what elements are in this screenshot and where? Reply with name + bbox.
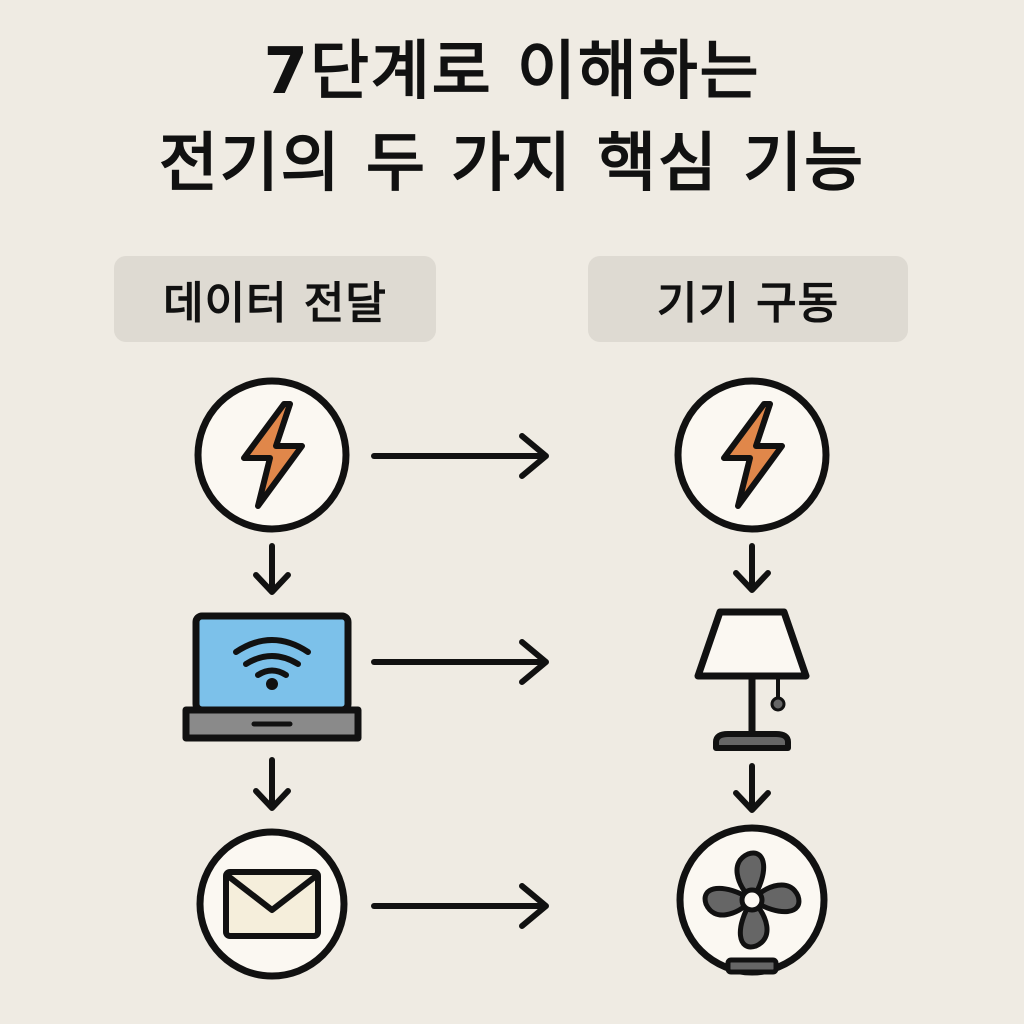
envelope-icon [196,828,348,980]
laptop-wifi-icon [182,612,362,742]
down-arrow-icon [733,763,771,813]
down-arrow-icon [733,543,771,593]
right-arrow-icon [371,883,549,929]
title-line-2: 전기의 두 가지 핵심 기능 [159,127,865,201]
down-arrow-icon [253,757,291,811]
fan-icon [676,824,828,976]
down-arrow-icon [253,543,291,595]
label-device-operation: 기기 구동 [588,256,908,342]
table-lamp-icon [694,608,810,751]
right-arrow-icon [371,639,549,685]
label-data-transfer: 데이터 전달 [114,256,436,342]
title-line-1: 7단계로 이해하는 [263,35,761,109]
right-arrow-icon [371,433,549,479]
lightning-icon [194,377,350,533]
lightning-icon [674,377,830,533]
